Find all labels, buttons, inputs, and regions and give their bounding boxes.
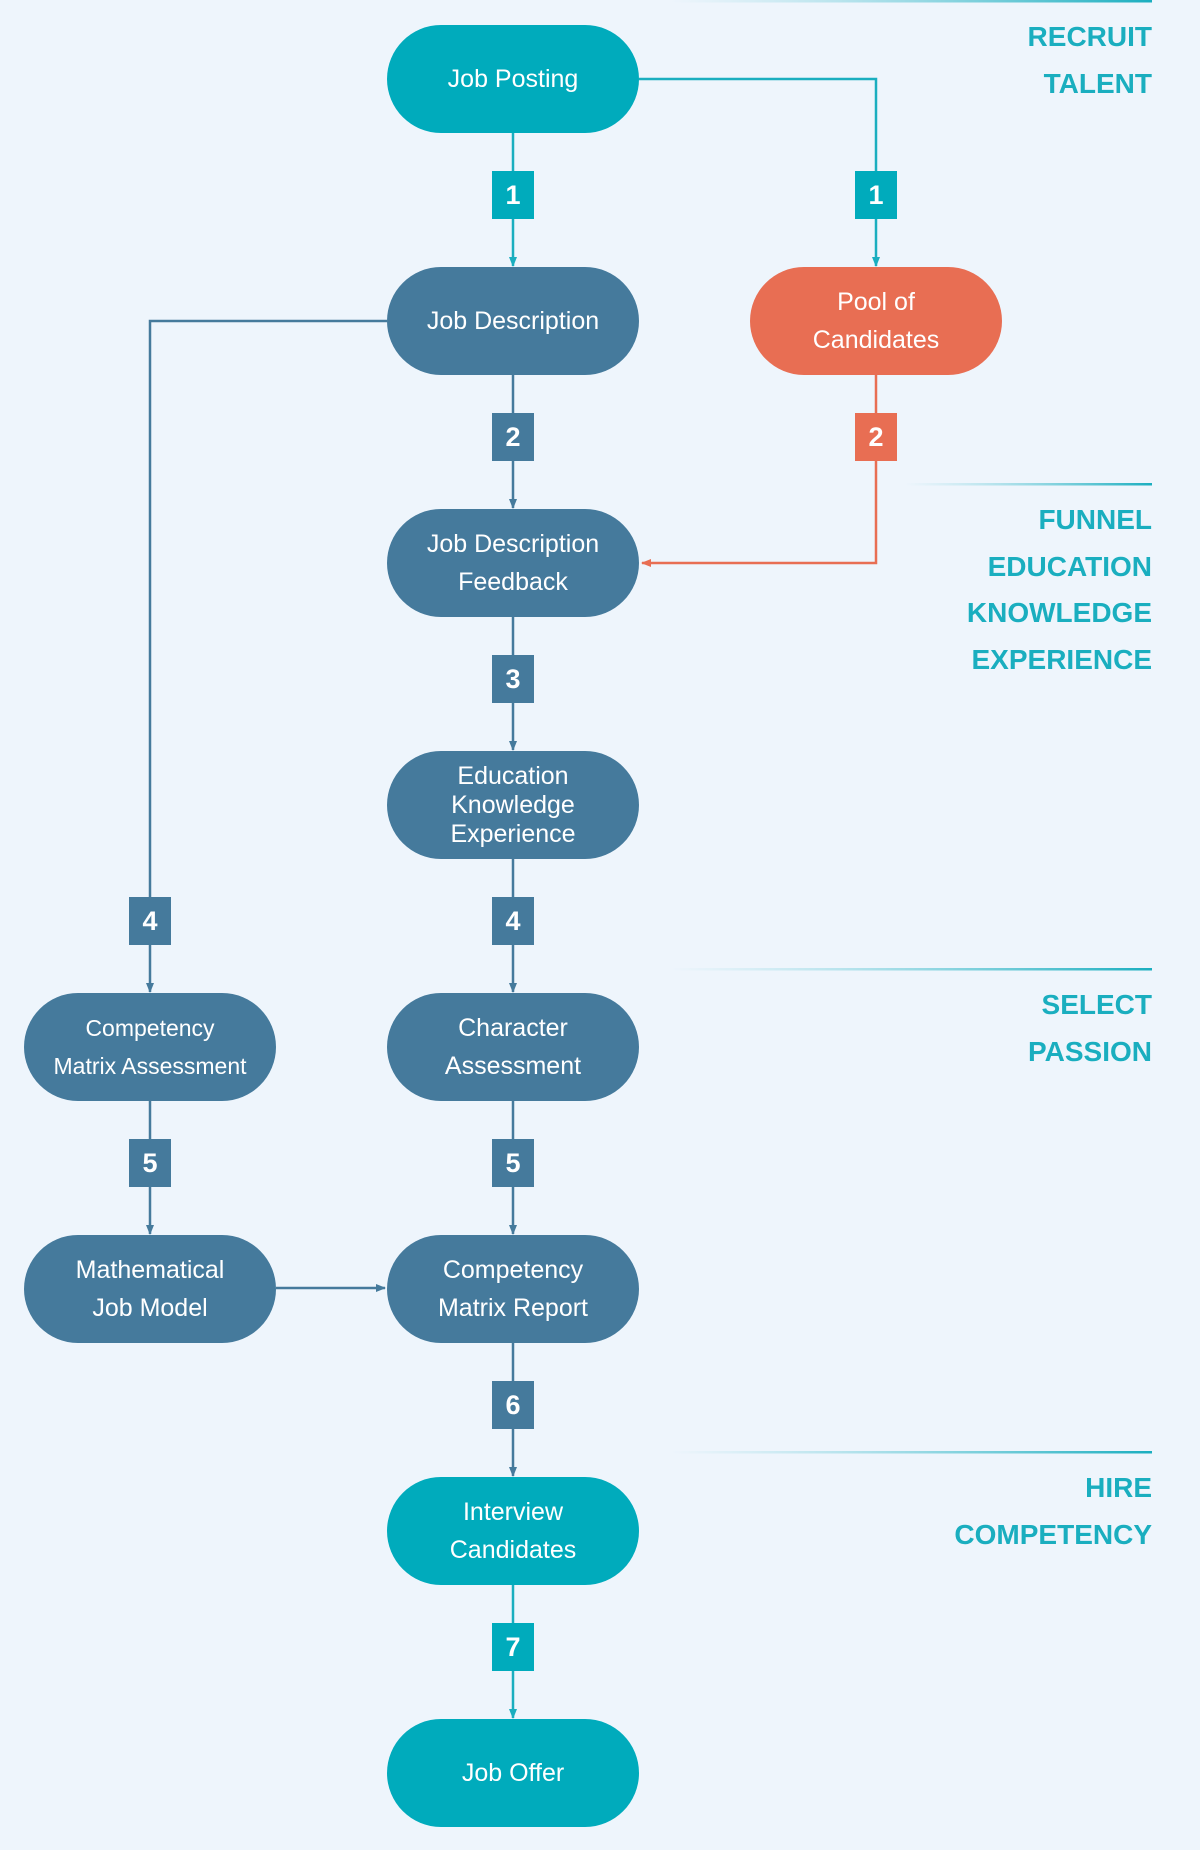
step-badge: 4	[129, 897, 171, 945]
node-competency-matrix-report[interactable]: Competency Matrix Report	[387, 1235, 639, 1343]
step-badge: 5	[129, 1139, 171, 1187]
step-badge: 4	[492, 897, 534, 945]
stage-label-funnel: FUNNEL EDUCATION KNOWLEDGE EXPERIENCE	[966, 504, 1152, 675]
step-badge: 1	[492, 171, 534, 219]
stage-divider-recruit	[670, 0, 1152, 3]
stage-divider-hire	[670, 1451, 1152, 1454]
node-job-description-feedback[interactable]: Job Description Feedback	[387, 509, 639, 617]
stage-label-select: SELECT PASSION	[1028, 989, 1152, 1067]
node-character-assessment[interactable]: Character Assessment	[387, 993, 639, 1101]
node-competency-matrix-assessment[interactable]: Competency Matrix Assessment	[24, 993, 276, 1101]
node-interview-candidates[interactable]: Interview Candidates	[387, 1477, 639, 1585]
step-badge: 3	[492, 655, 534, 703]
stage-divider-select	[670, 968, 1152, 971]
stage-divider-funnel	[905, 483, 1152, 486]
connector-posting-to-pool	[639, 77, 880, 267]
stage-label-recruit: RECRUIT TALENT	[1027, 21, 1152, 99]
connector-pool-to-feedback	[641, 375, 878, 567]
node-job-offer[interactable]: Job Offer	[387, 1719, 639, 1827]
node-education-knowledge-experience[interactable]: Education Knowledge Experience	[387, 751, 639, 859]
step-badge: 6	[492, 1381, 534, 1429]
node-pool-of-candidates[interactable]: Pool of Candidates	[750, 267, 1002, 375]
stage-label-hire: HIRE COMPETENCY	[954, 1472, 1152, 1550]
connector-description-to-competency-assessment	[146, 319, 387, 993]
node-mathematical-job-model[interactable]: Mathematical Job Model	[24, 1235, 276, 1343]
step-badge: 2	[855, 413, 897, 461]
step-badge: 2	[492, 413, 534, 461]
node-job-posting[interactable]: Job Posting	[387, 25, 639, 133]
node-job-description[interactable]: Job Description	[387, 267, 639, 375]
step-badge: 1	[855, 171, 897, 219]
step-badge: 7	[492, 1623, 534, 1671]
step-badge: 5	[492, 1139, 534, 1187]
